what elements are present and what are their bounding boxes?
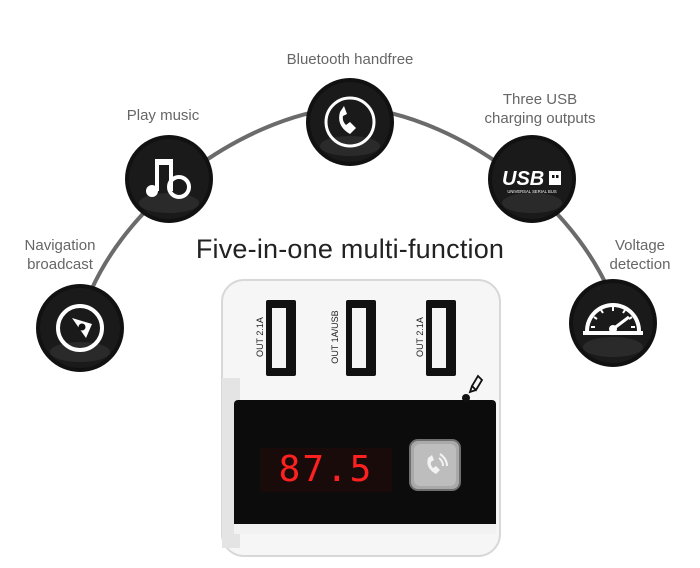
port-label-2: OUT 1A/USB: [330, 310, 340, 364]
usb-subtext: UNIVERSAL SERIAL BUS: [507, 189, 556, 194]
usb-text: USB: [502, 168, 544, 190]
feature-label-bluetooth: Bluetooth handfree: [286, 51, 414, 68]
music-note-icon: [123, 133, 215, 225]
feature-label-voltage: Voltage detection: [609, 237, 671, 273]
speedometer-gauge-icon: [567, 277, 659, 369]
feature-label-usb: Three USB charging outputs: [484, 91, 596, 127]
feature-label-music: Play music: [126, 107, 200, 124]
feature-label-navigation: Navigation broadcast: [24, 237, 96, 273]
usb-logo-icon: USB UNIVERSAL SERIAL BUS: [486, 133, 578, 225]
navigation-compass-icon: [34, 282, 126, 374]
phone-handset-icon: [304, 76, 396, 168]
port-label-3: OUT 2.1A: [415, 317, 425, 357]
port-label-1: OUT 2.1A: [255, 317, 265, 357]
charger-device: OUT 2.1A OUT 1A/USB OUT 2.1A 87.5: [220, 278, 502, 558]
headline: Five-in-one multi-function: [195, 234, 505, 264]
fm-frequency-display: 87.5: [278, 449, 374, 490]
microphone-icon: [468, 374, 486, 396]
phone-button-icon[interactable]: [414, 444, 456, 486]
